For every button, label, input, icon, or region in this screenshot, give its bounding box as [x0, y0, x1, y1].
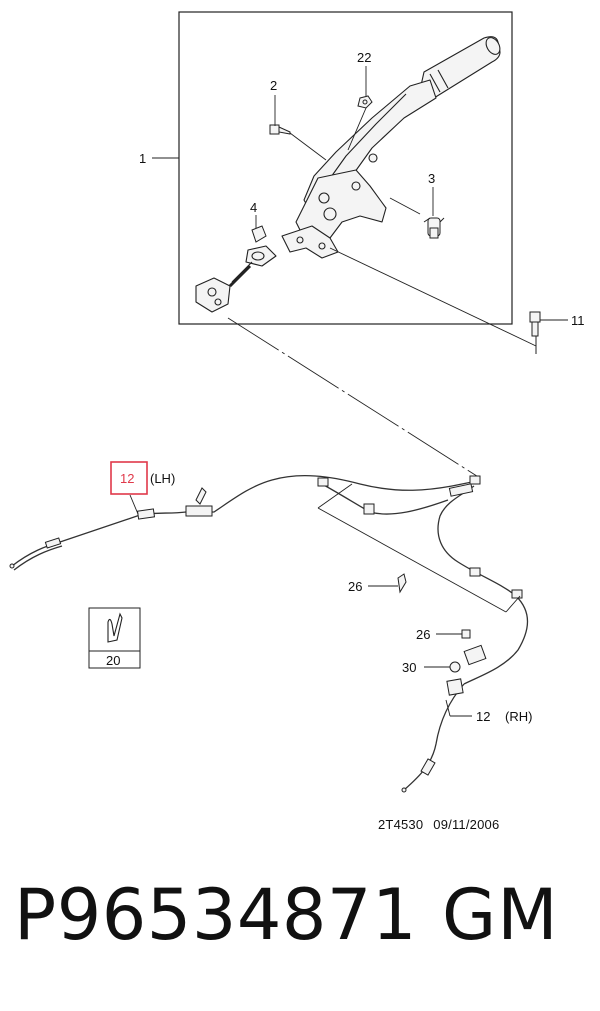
part-number: P96534871 — [14, 874, 418, 956]
clip-20-box: 20 — [88, 607, 141, 669]
drawing-stamp: 2T4530 09/11/2006 — [378, 817, 499, 832]
callout-30: 30 — [402, 660, 416, 675]
drawing-date: 09/11/2006 — [433, 817, 500, 832]
clip-20-illustration — [107, 612, 123, 643]
screw-26-upper-illustration — [461, 629, 471, 639]
leader-lines-frame — [152, 66, 537, 347]
callout-2: 2 — [270, 78, 277, 93]
parking-brake-cables — [11, 474, 529, 791]
label-rh: (RH) — [505, 709, 532, 724]
bolt-2-illustration — [269, 124, 291, 135]
callout-20: 20 — [106, 653, 120, 668]
nut-22-illustration — [357, 95, 373, 109]
callout-26-lower: 26 — [348, 579, 362, 594]
drawing-code: 2T4530 — [378, 817, 424, 832]
callout-4: 4 — [250, 200, 257, 215]
lever-assembly-frame — [178, 11, 513, 325]
brand-name: GM — [442, 874, 559, 956]
callout-26-upper: 26 — [416, 627, 430, 642]
bracket-4-illustration — [251, 225, 267, 243]
cable-fittings — [9, 475, 523, 793]
handbrake-lever-illustration — [195, 36, 501, 313]
callout-12-lh: 12 — [120, 471, 134, 486]
assembly-dash-lines — [227, 317, 481, 479]
nut-30-illustration — [449, 661, 461, 673]
parking-brake-diagram: 1 2 22 3 4 11 12 (LH) 20 26 26 30 12 (RH… — [9, 11, 585, 793]
callout-11: 11 — [571, 313, 585, 328]
bolt-11-illustration — [529, 311, 568, 354]
switch-3-illustration — [423, 217, 445, 239]
screw-26-lower-illustration — [397, 573, 407, 594]
leader-lines-cables — [129, 483, 521, 717]
callout-3: 3 — [428, 171, 435, 186]
callout-1: 1 — [139, 151, 146, 166]
callout-12-rh: 12 — [476, 709, 490, 724]
callout-22: 22 — [357, 50, 371, 65]
label-lh: (LH) — [150, 471, 175, 486]
highlight-box-12 — [110, 461, 148, 495]
